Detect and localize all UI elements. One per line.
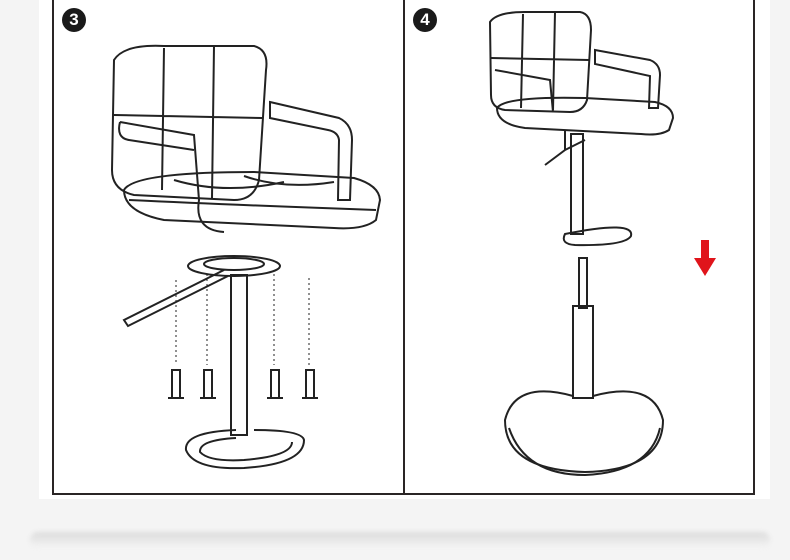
step-number-badge: 4: [413, 8, 437, 32]
swivel-plate-and-column-drawing: [122, 255, 306, 470]
gas-lift-and-base-drawing: [503, 257, 665, 477]
chair-seat-and-base-illustration: [110, 44, 382, 470]
chair-seat-drawing: [110, 44, 382, 233]
chair-upper-drawing: [488, 11, 675, 247]
step-4-panel: 4: [403, 0, 755, 495]
chair-onto-base-illustration: [488, 11, 675, 477]
screw-icons: [168, 369, 318, 399]
step-3-panel: 3: [52, 0, 405, 495]
step-number-badge: 3: [62, 8, 86, 32]
screws-drawing: [175, 274, 310, 365]
sheet-shadow: [30, 532, 770, 548]
